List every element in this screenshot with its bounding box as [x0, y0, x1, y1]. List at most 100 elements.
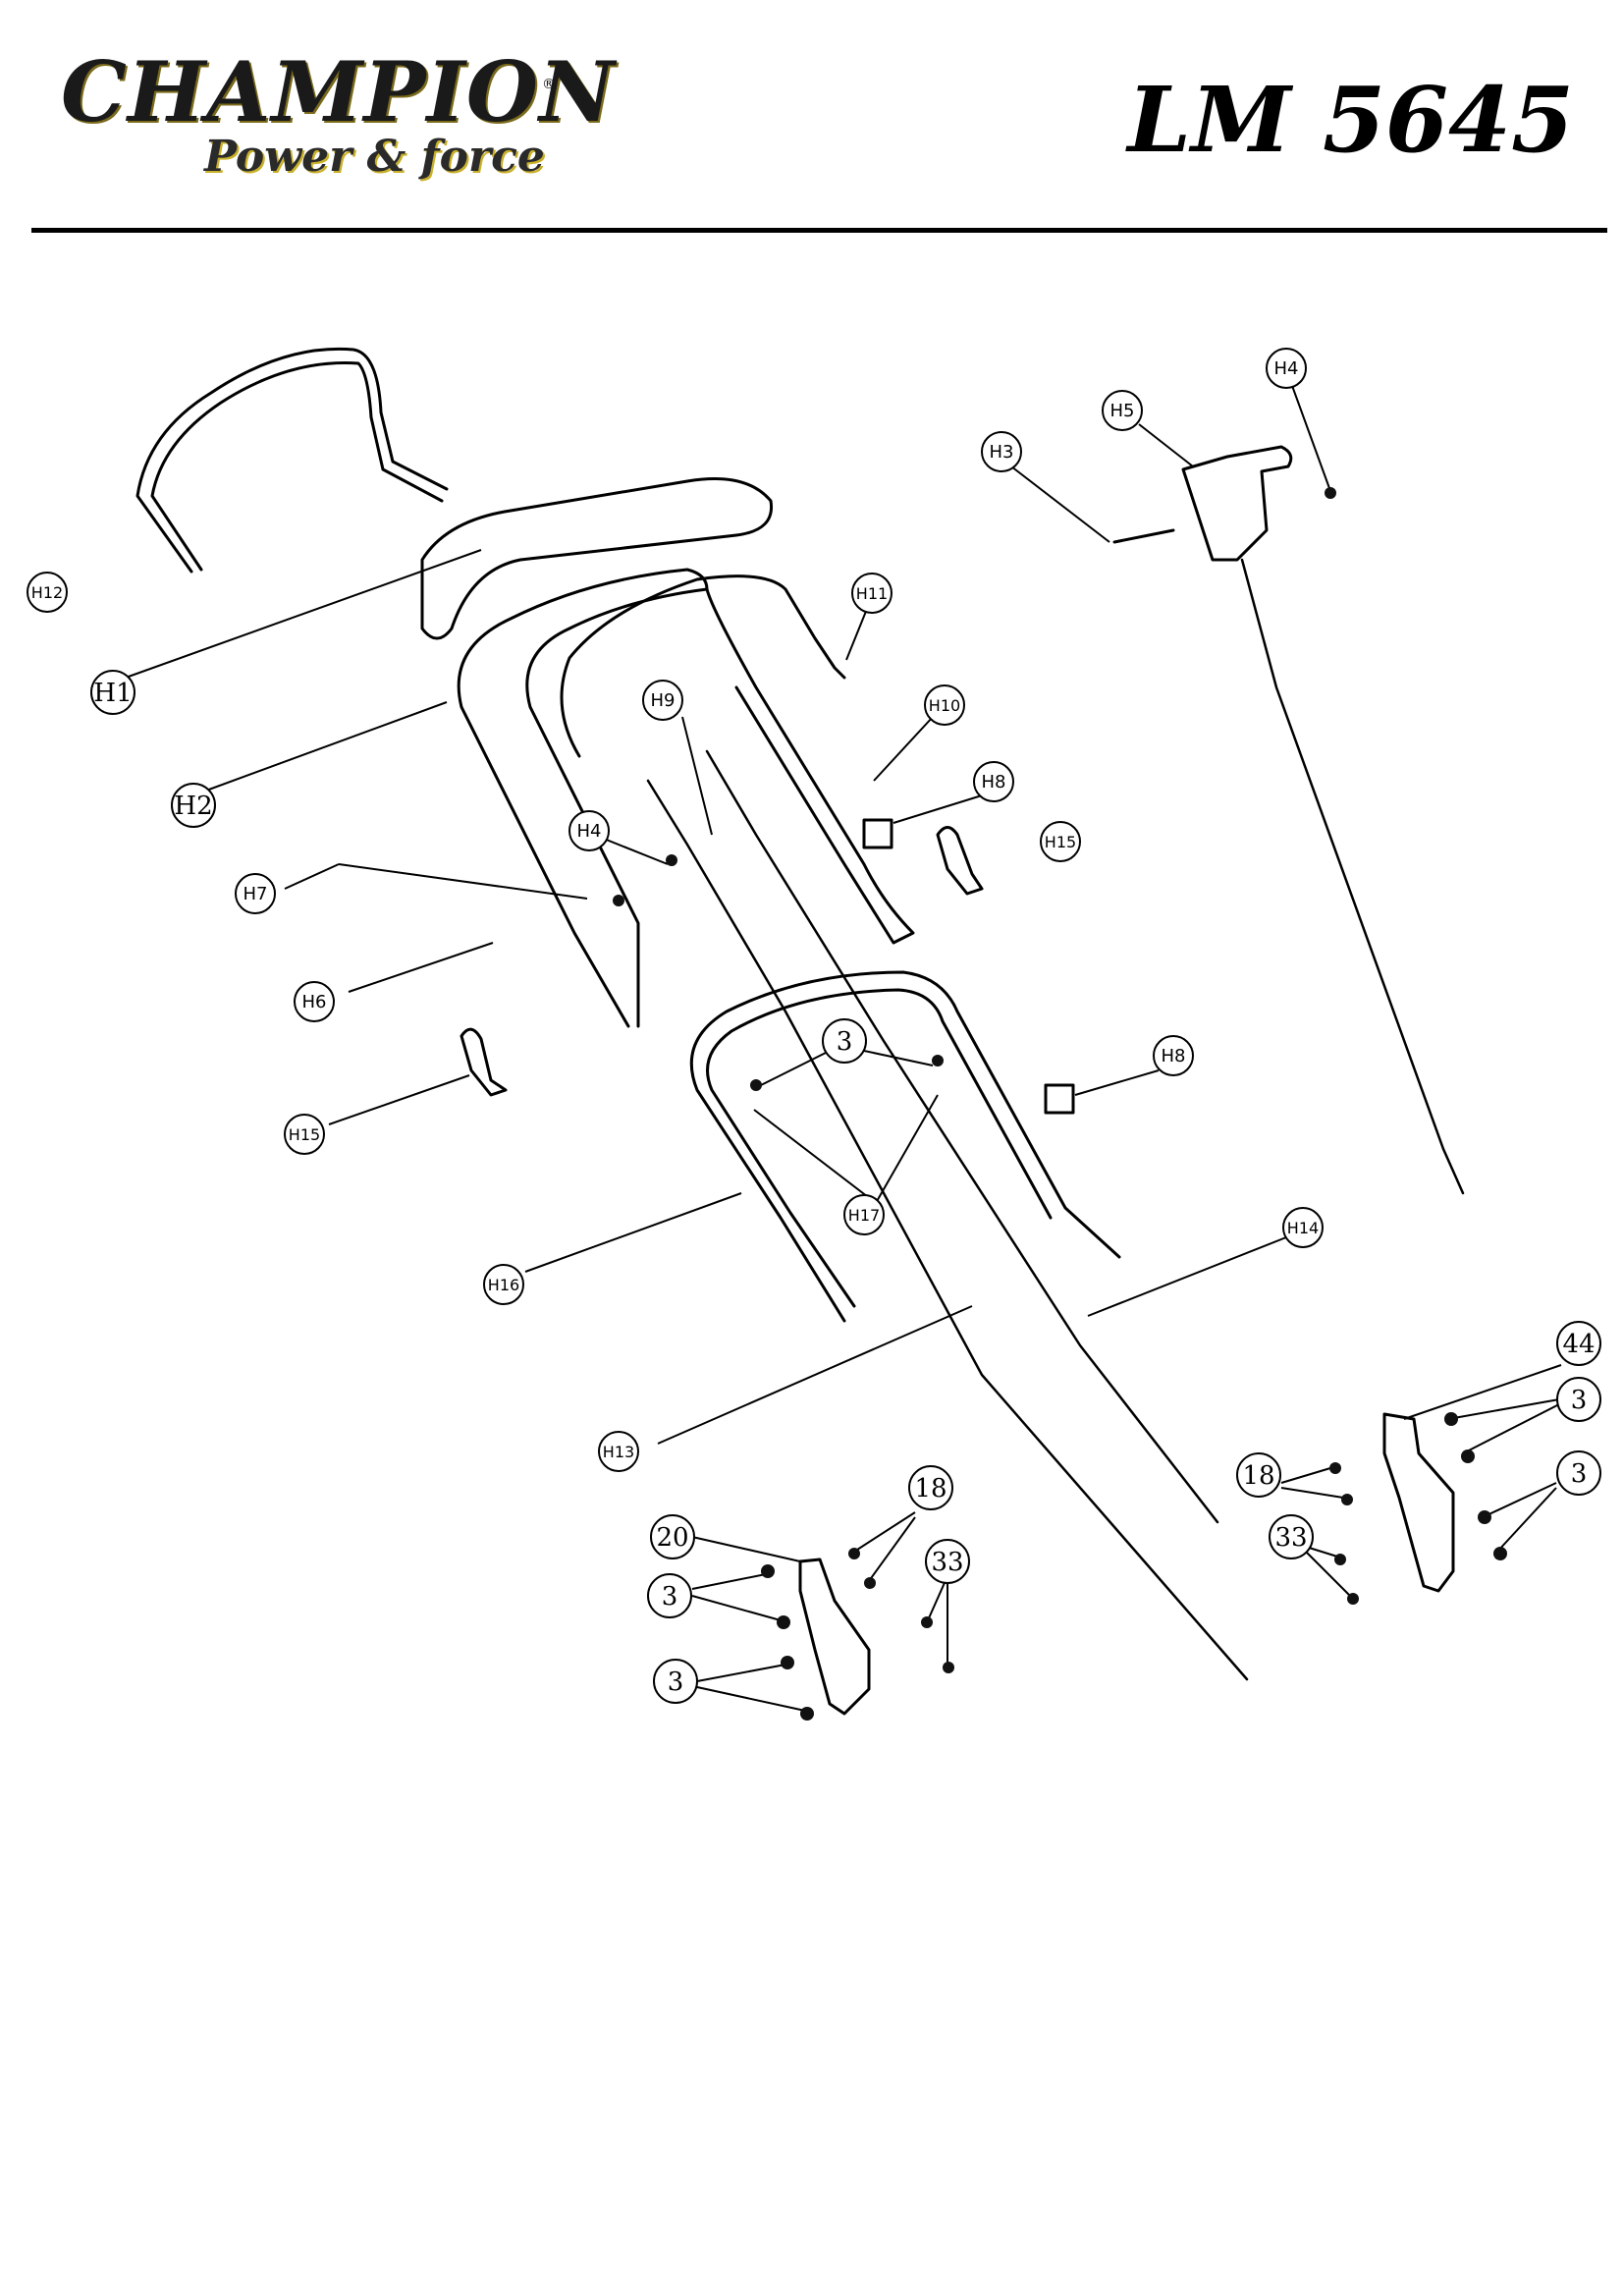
- upper-handle-bar-inner: [150, 361, 444, 572]
- callout-3: 3: [822, 1018, 867, 1064]
- callout-h7: H7: [235, 873, 276, 914]
- callout-circle: [1153, 1035, 1194, 1076]
- callout-label: 3: [668, 1667, 684, 1697]
- throttle-lever: [1181, 445, 1293, 562]
- callout-h4: H4: [1266, 348, 1307, 389]
- callout-18: 18: [1236, 1452, 1281, 1498]
- callout-circle: [851, 573, 893, 614]
- callout-circle: [284, 1114, 325, 1155]
- callout-label: H12: [31, 583, 63, 602]
- bracket-44: [1382, 1412, 1455, 1593]
- callout-label: 18: [914, 1474, 947, 1503]
- callout-20: 20: [650, 1514, 695, 1559]
- callout-3: 3: [647, 1573, 692, 1618]
- control-bail: [560, 574, 846, 758]
- lower-handle-frame-inner: [706, 988, 1053, 1308]
- callout-circle: [908, 1465, 953, 1510]
- callout-label: 3: [837, 1027, 853, 1057]
- callout-circle: [647, 1573, 692, 1618]
- callout-circle: [171, 783, 216, 828]
- callout-circle: [1102, 390, 1143, 431]
- callout-h12: H12: [27, 572, 68, 613]
- callout-18: 18: [908, 1465, 953, 1510]
- callout-label: H5: [1110, 401, 1135, 421]
- upper-handle-bar: [135, 347, 449, 574]
- callout-label: H17: [848, 1206, 880, 1225]
- callout-circle: [925, 1539, 970, 1584]
- cable-h13: [646, 779, 1249, 1681]
- callout-label: H2: [174, 792, 212, 821]
- callout-label: H6: [302, 992, 327, 1012]
- upper-handle-frame-right: [705, 587, 915, 945]
- callout-3: 3: [653, 1659, 698, 1704]
- callout-h15: H15: [284, 1114, 325, 1155]
- callout-label: H4: [1274, 358, 1299, 379]
- callout-h15: H15: [1040, 821, 1081, 862]
- callout-label: H8: [1162, 1046, 1186, 1066]
- callout-label: H4: [577, 821, 602, 842]
- callout-circle: [27, 572, 68, 613]
- throttle-cable: [1240, 558, 1465, 1195]
- quick-release-lever-right: [936, 826, 984, 896]
- pin-h3: [1112, 528, 1175, 544]
- callout-circle: [1269, 1514, 1314, 1559]
- callout-h2: H2: [171, 783, 216, 828]
- callout-h14: H14: [1282, 1207, 1324, 1248]
- callout-label: 20: [656, 1523, 688, 1553]
- callout-label: H16: [488, 1276, 519, 1294]
- callout-circle: [822, 1018, 867, 1064]
- callout-h8: H8: [1153, 1035, 1194, 1076]
- leader-lines: [125, 382, 1562, 1712]
- callout-circle: [642, 680, 683, 721]
- callout-h16: H16: [483, 1264, 524, 1305]
- callout-label: 3: [1571, 1459, 1588, 1489]
- callout-h5: H5: [1102, 390, 1143, 431]
- callout-circle: [483, 1264, 524, 1305]
- callout-circle: [1040, 821, 1081, 862]
- quick-release-lever-left: [460, 1027, 508, 1097]
- callout-label: H14: [1287, 1219, 1319, 1237]
- callout-circle: [653, 1659, 698, 1704]
- callout-44: 44: [1556, 1321, 1601, 1366]
- model-number: LM 5645: [1127, 67, 1574, 173]
- callout-h17: H17: [843, 1194, 885, 1235]
- callout-circle: [1556, 1450, 1601, 1496]
- callout-h1: H1: [90, 670, 135, 715]
- callout-h4: H4: [568, 810, 610, 851]
- callout-circle: [1556, 1321, 1601, 1366]
- callout-h9: H9: [642, 680, 683, 721]
- callout-h3: H3: [981, 431, 1022, 472]
- callout-circle: [235, 873, 276, 914]
- callout-circle: [843, 1194, 885, 1235]
- callout-label: H7: [243, 884, 268, 904]
- registered-mark: ®: [542, 77, 556, 92]
- upper-handle-frame: [457, 568, 709, 1028]
- callout-label: H8: [982, 772, 1006, 793]
- callout-label: H15: [289, 1125, 320, 1144]
- callout-label: H11: [856, 584, 888, 603]
- callout-label: H1: [93, 679, 132, 708]
- callout-circle: [598, 1431, 639, 1472]
- callout-h10: H10: [924, 684, 965, 726]
- callout-label: 18: [1242, 1461, 1274, 1491]
- callout-circle: [924, 684, 965, 726]
- lower-handle-frame: [689, 970, 1121, 1323]
- hardware-parts: [613, 487, 1507, 1721]
- callout-33: 33: [1269, 1514, 1314, 1559]
- clip-h8-upper: [862, 818, 893, 849]
- callout-33: 33: [925, 1539, 970, 1584]
- bracket-20: [798, 1558, 871, 1716]
- callout-h11: H11: [851, 573, 893, 614]
- callout-label: 33: [931, 1548, 963, 1577]
- callout-label: 33: [1274, 1523, 1307, 1553]
- clip-h8-lower: [1044, 1083, 1075, 1115]
- callout-circle: [294, 981, 335, 1022]
- callout-circle: [1282, 1207, 1324, 1248]
- callout-circle: [1266, 348, 1307, 389]
- callout-label: H3: [990, 442, 1014, 463]
- callout-label: H9: [651, 690, 676, 711]
- callout-label: H15: [1045, 833, 1076, 851]
